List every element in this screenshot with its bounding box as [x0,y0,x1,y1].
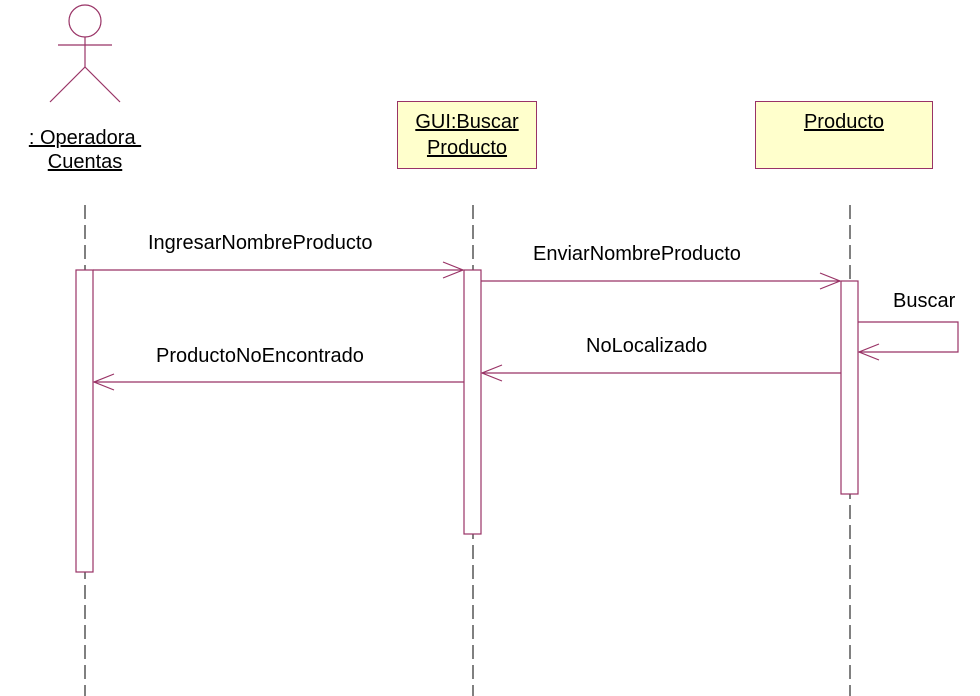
message-label-1: IngresarNombreProducto [148,232,373,254]
participant-box-gui: GUI:Buscar Producto [397,101,537,169]
actor-label-line2: Cuentas [47,151,123,173]
actor-label: : Operadora Cuentas [5,126,165,174]
participant-box-producto: Producto [755,101,933,169]
participant-producto-label: Producto [803,111,885,133]
message-arrow-2 [481,272,842,290]
activation-bar-actor [75,269,94,573]
message-arrow-1 [93,261,465,279]
participant-gui-line2: Producto [426,137,508,159]
actor-stick-figure-icon [49,4,121,103]
activation-bar-producto [840,280,859,495]
actor-label-line1: : Operadora [28,127,142,149]
message-label-5: ProductoNoEncontrado [156,345,364,367]
message-label-2: EnviarNombreProducto [533,243,741,265]
message-arrow-4 [480,364,841,382]
participant-gui-line1: GUI:Buscar [415,111,519,133]
message-label-4: NoLocalizado [586,335,708,357]
activation-bar-gui [463,269,482,535]
message-label-3: Buscar [893,290,956,312]
message-arrow-5 [92,373,464,391]
message-arrow-3-self [857,321,959,361]
